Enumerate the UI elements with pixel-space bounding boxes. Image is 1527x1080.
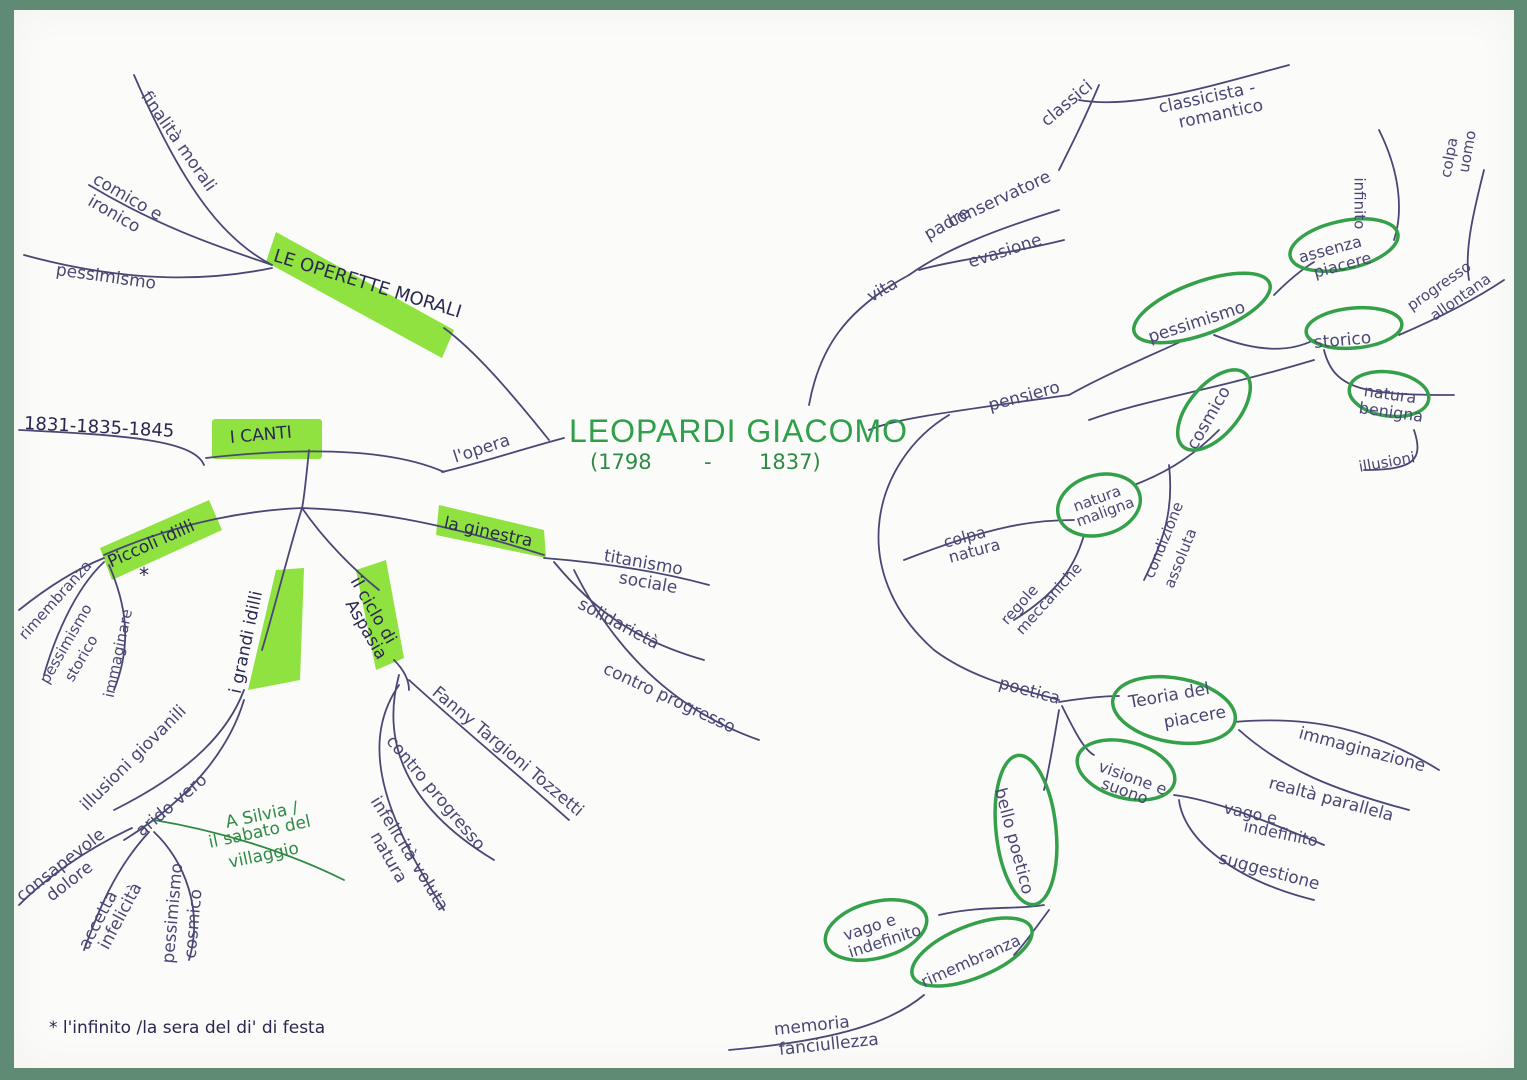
- branch-rimembranza: [18, 557, 105, 611]
- branch-classici: [1058, 84, 1100, 171]
- branch-finalita: [133, 74, 273, 266]
- branch-aspasia: [301, 507, 380, 591]
- branch-realta: [1238, 729, 1410, 811]
- branch-memoria: [728, 994, 925, 1051]
- mind-map-branches: [18, 64, 1505, 1051]
- branch-poetica: [877, 414, 1060, 701]
- highlight-aspasia: [356, 560, 404, 670]
- branch-arido: [123, 699, 245, 841]
- oval-teoria: [1110, 674, 1238, 746]
- branch-bello: [1043, 709, 1060, 791]
- branch-storico: [1213, 334, 1315, 350]
- branch-operette: [443, 327, 550, 441]
- branch-fanny: [408, 679, 570, 821]
- branch-visione: [1061, 705, 1095, 756]
- label-storico-r: storico: [1313, 328, 1373, 353]
- branch-comico: [88, 184, 273, 266]
- center-born: (1798: [590, 450, 652, 474]
- branch-canti: [205, 450, 445, 473]
- branch-cosmico-line: [1088, 359, 1315, 421]
- branch-grandi: [261, 507, 303, 651]
- branch-progresso: [1398, 279, 1505, 336]
- label-star: *: [139, 563, 149, 587]
- branch-cosmico-down: [1133, 429, 1220, 486]
- branch-ginestra: [301, 507, 545, 556]
- oval-storico: [1304, 305, 1404, 351]
- branch-pessimismo-r: [1068, 339, 1185, 396]
- highlight-ginestra: [436, 505, 546, 558]
- oval-cosmico: [1175, 368, 1253, 452]
- branch-piccoli: [103, 507, 303, 556]
- branch-opera: [441, 437, 565, 473]
- oval-pessimismo: [1132, 271, 1272, 345]
- oval-natura-maligna: [1055, 472, 1143, 538]
- center-title: LEOPARDI GIACOMO: [569, 413, 909, 449]
- branch-colpa-uomo: [1466, 169, 1485, 281]
- branch-natura-benigna: [1323, 349, 1455, 396]
- oval-assenza-piacere: [1288, 217, 1400, 273]
- oval-vago-l: [823, 898, 929, 962]
- branch-pessimismo-op: [23, 254, 273, 279]
- branch-titanismo: [543, 557, 710, 586]
- oval-bello: [993, 753, 1059, 907]
- branch-accetta: [83, 831, 150, 951]
- oval-natura-benigna: [1347, 369, 1431, 419]
- branch-evasione: [918, 239, 1065, 271]
- branch-consapevole: [18, 827, 133, 906]
- branch-immaginazione: [1233, 719, 1440, 771]
- branch-assenza: [1273, 261, 1315, 296]
- highlight-operette: [266, 232, 454, 358]
- center-dash: -: [704, 450, 712, 474]
- footnote: * l'infinito /la sera del di' di festa: [49, 1018, 326, 1038]
- branch-solidarieta: [553, 561, 705, 661]
- branch-contro-prog-g: [573, 569, 760, 741]
- oval-visione: [1075, 738, 1177, 802]
- branch-infelicita: [378, 684, 445, 911]
- mind-map-sheet: LEOPARDI GIACOMO (1798 - 1837) l'opera L…: [14, 10, 1514, 1068]
- label-infinito-r: infinito: [1350, 177, 1369, 230]
- branch-rimembranza-r: [1013, 909, 1050, 956]
- highlight-grandi: [248, 568, 304, 690]
- branch-teoria: [1058, 695, 1120, 703]
- branch-pess-storico: [43, 561, 105, 676]
- branch-condizione: [1143, 464, 1172, 581]
- branch-silvia: [153, 819, 345, 881]
- branch-pensiero: [868, 394, 1070, 431]
- branch-suggestione: [1178, 799, 1315, 901]
- branch-contro-prog-a: [392, 674, 495, 861]
- branch-vago-r: [1173, 794, 1325, 846]
- branch-pess-cosmico: [153, 831, 195, 961]
- branch-illusioni-r: [1363, 429, 1419, 471]
- oval-rimembranza: [910, 916, 1034, 988]
- branch-canti-stem: [301, 449, 310, 509]
- highlight-canti: [212, 419, 322, 459]
- branch-regole: [1013, 534, 1085, 621]
- branch-padre: [908, 209, 1060, 276]
- branch-aspasia-stem: [393, 659, 410, 691]
- branch-illusioni: [113, 689, 245, 811]
- branch-immaginare: [108, 564, 127, 691]
- branch-years: [18, 429, 205, 466]
- branch-classicista: [1078, 64, 1290, 104]
- branch-vita: [808, 274, 910, 406]
- center-died: 1837): [759, 450, 821, 474]
- branch-vago-l: [938, 904, 1045, 916]
- highlight-piccoli: [100, 500, 222, 580]
